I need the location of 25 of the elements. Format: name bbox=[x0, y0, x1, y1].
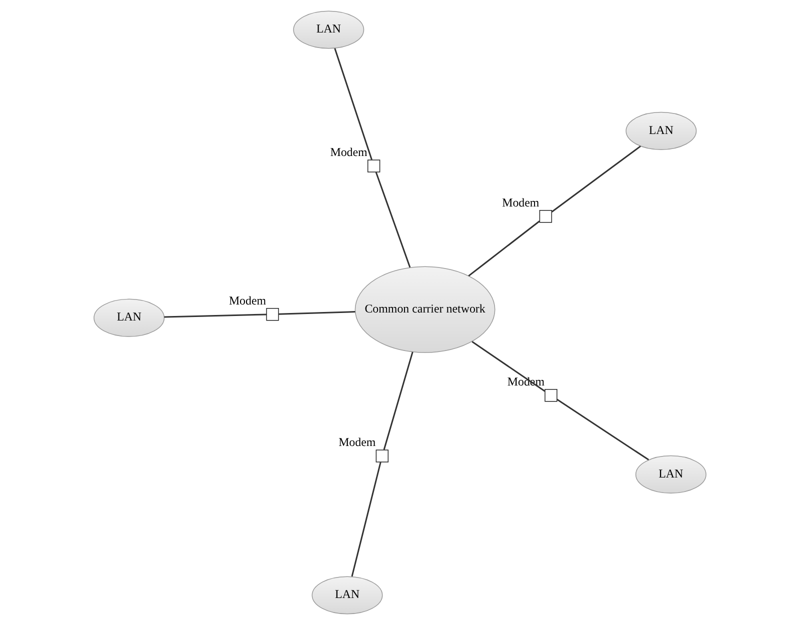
connector bbox=[551, 146, 641, 212]
connector bbox=[556, 398, 650, 460]
node-box bbox=[266, 308, 279, 321]
node-label: Modem bbox=[502, 196, 540, 210]
node-ellipse: LAN bbox=[626, 112, 697, 150]
connector bbox=[334, 48, 372, 160]
node-ellipse: Common carrier network bbox=[354, 266, 496, 353]
connector bbox=[468, 220, 540, 277]
connector bbox=[351, 462, 382, 577]
node-ellipse: LAN bbox=[293, 10, 364, 49]
node-box bbox=[544, 389, 558, 402]
connector bbox=[278, 311, 356, 315]
node-ellipse: LAN bbox=[312, 576, 383, 614]
node-label: Modem bbox=[330, 145, 368, 160]
connector bbox=[164, 314, 266, 318]
node-label: Modem bbox=[228, 293, 266, 308]
node-ellipse: LAN bbox=[94, 298, 165, 337]
node-box bbox=[376, 450, 389, 462]
node-label: Modem bbox=[338, 435, 376, 450]
node-box bbox=[539, 210, 552, 223]
node-ellipse: LAN bbox=[635, 455, 706, 494]
node-box bbox=[367, 160, 380, 172]
connector bbox=[472, 341, 546, 392]
connector bbox=[383, 352, 414, 450]
connector bbox=[375, 172, 411, 268]
